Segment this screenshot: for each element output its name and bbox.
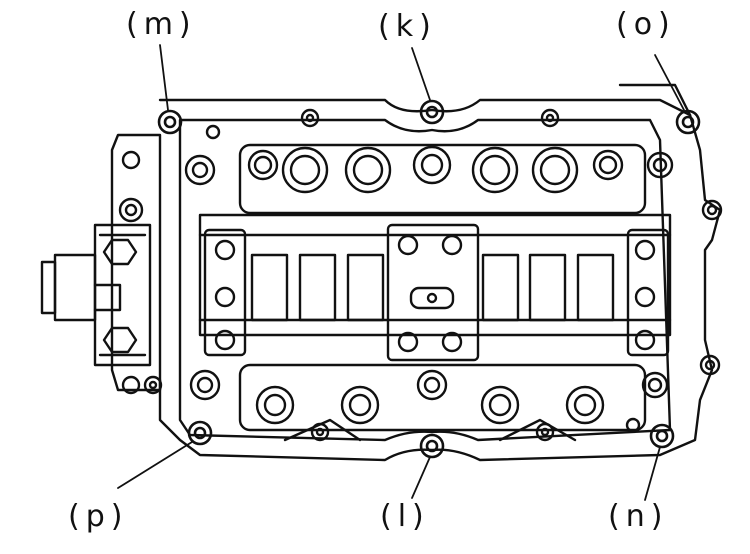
leader-l xyxy=(411,456,431,499)
bolt-m xyxy=(157,109,183,135)
leader-o xyxy=(654,54,685,111)
leader-m xyxy=(159,44,169,111)
perimeter-fasteners xyxy=(143,108,723,442)
upper-valve-row xyxy=(184,143,674,215)
label-o: (o) xyxy=(616,7,676,42)
leader-lines xyxy=(117,44,685,501)
label-m: (m) xyxy=(126,7,197,42)
bolt-p xyxy=(187,420,213,446)
timing-bracket xyxy=(40,133,162,395)
camshaft-caps xyxy=(198,213,672,362)
label-k: (k) xyxy=(378,9,437,44)
leader-p xyxy=(117,441,193,489)
label-n: (n) xyxy=(608,499,669,534)
bolt-o xyxy=(675,109,701,135)
label-l: (l) xyxy=(380,499,430,534)
head-bolts xyxy=(157,99,701,459)
label-p: (p) xyxy=(68,499,129,534)
leader-k xyxy=(411,47,431,101)
bolt-k xyxy=(419,99,445,125)
leader-n xyxy=(644,446,661,501)
bolt-n xyxy=(649,423,675,449)
bolt-l xyxy=(419,433,445,459)
lower-valve-row xyxy=(189,363,669,442)
